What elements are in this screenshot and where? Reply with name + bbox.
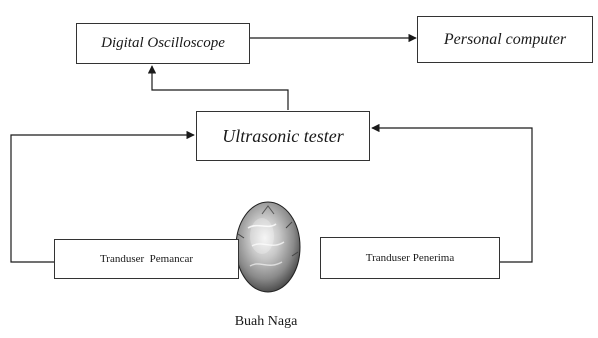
ultrasonic-tester-box: Ultrasonic tester [196,111,370,161]
arrow-receiver-to-tester [371,123,533,263]
receiver-transducer-label: Tranduser Penerima [365,252,455,264]
transmitter-transducer-box: Tranduser Pemancar [54,239,239,279]
arrow-tester-to-oscilloscope [147,65,289,110]
personal-computer-box: Personal computer [417,16,593,63]
digital-oscilloscope-label: Digital Oscilloscope [101,35,225,51]
transmitter-transducer-label: Tranduser Pemancar [99,253,194,265]
receiver-transducer-box: Tranduser Penerima [320,237,500,279]
arrow-transmitter-to-tester [10,130,195,263]
fruit-label: Buah Naga [234,314,298,329]
personal-computer-label: Personal computer [443,30,567,48]
dragon-fruit-image [235,201,301,293]
digital-oscilloscope-box: Digital Oscilloscope [76,23,250,64]
ultrasonic-tester-label: Ultrasonic tester [222,125,344,146]
